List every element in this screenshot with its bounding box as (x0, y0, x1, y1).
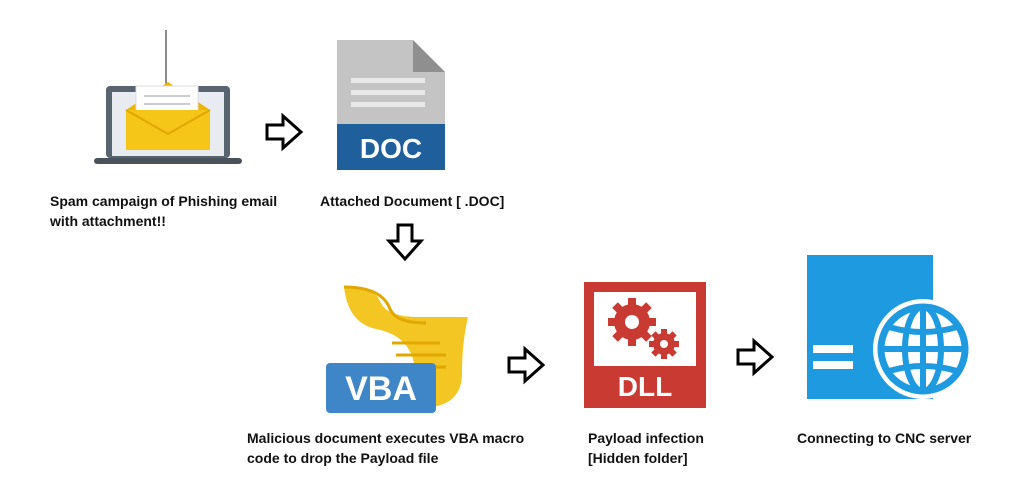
vba-macro-icon: VBA (326, 285, 468, 413)
dll-badge: DLL (618, 371, 672, 402)
arrow-right-icon (265, 112, 304, 152)
step-vba-macro: VBA (322, 283, 472, 415)
caption-phishing-email: Spam campaign of Phishing email with att… (50, 193, 278, 229)
cnc-server-icon (807, 255, 973, 399)
caption-attached-document: Attached Document [ .DOC] (320, 193, 505, 209)
arrow-right-1 (264, 112, 304, 152)
step-attached-document: DOC (335, 38, 447, 172)
caption-payload-dll: Payload infection [Hidden folder] (588, 430, 704, 466)
arrow-right-3 (735, 337, 775, 377)
step-payload-dll: DLL (584, 282, 706, 408)
phishing-email-icon (94, 30, 242, 164)
dll-file-icon: DLL (584, 282, 706, 408)
doc-badge: DOC (360, 133, 422, 164)
step-cnc-server (805, 253, 981, 401)
arrow-right-2 (506, 345, 546, 385)
caption-cnc-server: Connecting to CNC server (797, 430, 972, 446)
arrow-down (385, 222, 425, 262)
vba-badge: VBA (345, 370, 417, 408)
step-phishing-email (88, 30, 248, 170)
caption-vba-macro: Malicious document executes VBA macro co… (247, 430, 525, 466)
arrow-right-icon (736, 337, 775, 377)
arrow-down-icon (385, 223, 425, 262)
arrow-right-icon (507, 345, 546, 385)
doc-file-icon: DOC (337, 40, 445, 170)
